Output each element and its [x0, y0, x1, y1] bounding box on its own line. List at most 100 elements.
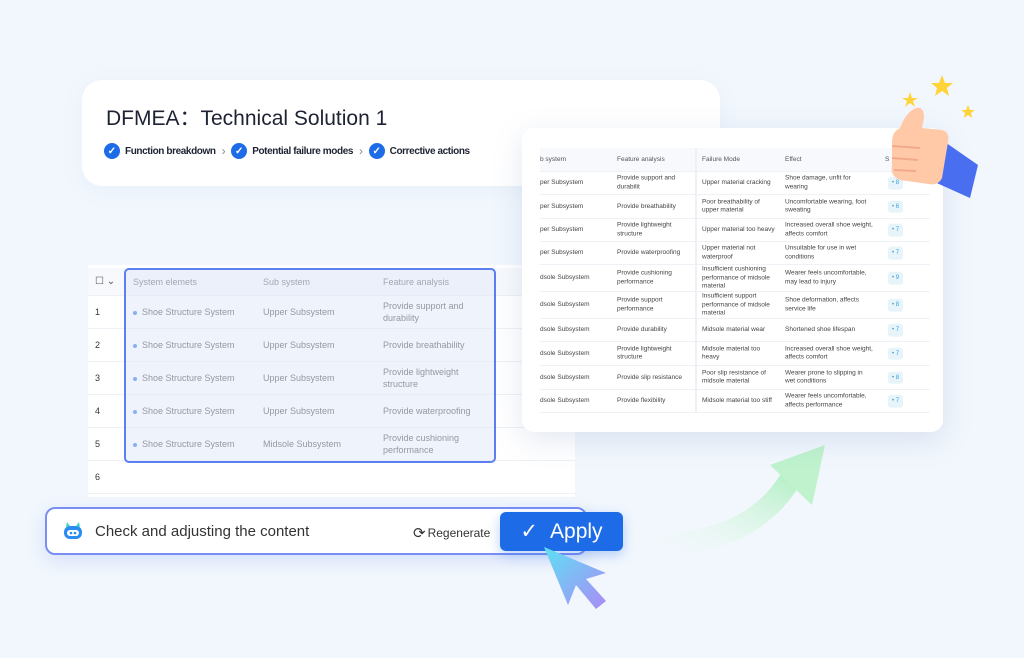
step-potential-failure-modes[interactable]: ✓Potential failure modes	[231, 143, 353, 159]
step-label: Function breakdown	[125, 146, 216, 157]
chevron-right-icon: ›	[359, 144, 363, 158]
subsystem-cell: per Subsystem	[540, 249, 583, 258]
system-cell: Shoe Structure System	[133, 438, 235, 450]
prompt-text[interactable]: Check and adjusting the content	[95, 523, 309, 540]
subsystem-cell: Midsole Subsystem	[263, 438, 341, 450]
effect-cell: Increased overall shoe weight, affects c…	[785, 222, 873, 239]
severity-badge: • 7	[888, 324, 903, 337]
table-row[interactable]: dsole SubsystemProvide cushioning perfor…	[540, 265, 930, 292]
failure-mode-cell: Midsole material wear	[702, 326, 777, 335]
step-function-breakdown[interactable]: ✓ Function breakdown	[104, 143, 216, 159]
table-row[interactable]: per Subsystem Provide lightweight structu…	[540, 219, 930, 242]
system-cell: Shoe Structure System	[133, 372, 235, 384]
system-text: Shoe Structure System	[142, 307, 235, 317]
table-row[interactable]: dsole SubsystemProvide durabilityMidsole…	[540, 319, 930, 342]
column-header: System elemets	[133, 276, 197, 288]
failure-mode-cell: Midsole material too stiff	[702, 397, 777, 406]
steps-breadcrumb: ✓ Function breakdown › ✓Potential failure…	[104, 143, 470, 159]
failure-mode-cell: Upper material cracking	[702, 179, 777, 188]
check-icon: ✓	[231, 143, 247, 159]
feature-cell: Provide cushioning performance	[383, 432, 483, 456]
feature-cell: Provide lightweight structure	[617, 222, 687, 239]
column-header: Effect	[785, 155, 802, 164]
system-cell: Shoe Structure System	[133, 405, 235, 417]
check-icon: ✓	[104, 143, 120, 159]
feature-cell: Provide lightweight structure	[383, 366, 483, 390]
table-row[interactable]: 2Shoe Structure SystemUpper SubsystemPro…	[88, 329, 575, 362]
table-header: ☐ ⌄ System elemets Sub system Feature an…	[88, 268, 575, 296]
regenerate-button[interactable]: ⟳Regenerate	[413, 524, 490, 542]
table-row[interactable]: dsole Subsystem Provide lightweight struc…	[540, 342, 930, 366]
subsystem-cell: Upper Subsystem	[263, 339, 335, 351]
bullet-icon	[133, 344, 137, 348]
select-all-checkbox[interactable]: ☐ ⌄	[95, 276, 115, 288]
chevron-right-icon: ›	[222, 144, 226, 158]
effect-cell: Wearer prone to slipping in wet conditio…	[785, 369, 873, 386]
effect-cell: Shoe damage, unfit for wearing	[785, 175, 873, 192]
subsystem-cell: dsole Subsystem	[540, 349, 590, 358]
severity-badge: • 7	[888, 347, 903, 360]
column-divider	[695, 148, 697, 413]
severity-badge: • 7	[888, 395, 903, 408]
regenerate-label: Regenerate	[428, 526, 491, 540]
table-row[interactable]: dsole Subsystem Provide flexibility Midsol…	[540, 390, 930, 413]
curved-arrow-icon	[640, 430, 840, 570]
table-row[interactable]: 6	[88, 461, 575, 494]
failure-mode-cell: Insufficient cushioning performance of m…	[702, 265, 777, 291]
bullet-icon	[133, 443, 137, 447]
subsystem-cell: per Subsystem	[540, 226, 583, 235]
failure-mode-cell: Poor breathability of upper material	[702, 198, 777, 215]
table-row[interactable]: dsole Subsystem Provide slip resistance Po…	[540, 366, 930, 390]
failure-mode-cell: Upper material not waterproof	[702, 245, 777, 262]
table-row[interactable]: 3Shoe Structure SystemUpper SubsystemPro…	[88, 362, 575, 395]
subsystem-cell: dsole Subsystem	[540, 397, 590, 406]
column-header: Feature analysis	[383, 276, 449, 288]
column-header: b system	[540, 155, 566, 164]
system-cell: Shoe Structure System	[133, 339, 235, 351]
subsystem-cell: per Subsystem	[540, 202, 583, 211]
subsystem-cell: dsole Subsystem	[540, 373, 590, 382]
subsystem-cell: Upper Subsystem	[263, 306, 335, 318]
robot-assistant-icon	[63, 522, 83, 540]
system-text: Shoe Structure System	[142, 439, 235, 449]
table-row[interactable]: 1Shoe Structure SystemUpper SubsystemPro…	[88, 296, 575, 329]
table-row[interactable]: 5Shoe Structure SystemMidsole SubsystemP…	[88, 428, 575, 461]
effect-cell: Increased overall shoe weight, affects c…	[785, 345, 873, 362]
table-row[interactable]: dsole Subsystem Provide support performan…	[540, 292, 930, 319]
feature-cell: Provide breathability	[617, 202, 687, 211]
page-title: DFMEA：Technical Solution 1	[106, 102, 387, 132]
effect-cell: Wearer feels uncomfortable, affects perf…	[785, 393, 873, 410]
mouse-cursor-icon	[538, 543, 618, 615]
failure-mode-cell: Upper material too heavy	[702, 226, 777, 235]
feature-cell: Provide lightweight structure	[617, 345, 687, 362]
feature-cell: Provide slip resistance	[617, 373, 687, 382]
table-row[interactable]: per Subsystem Provide waterproofing Upper …	[540, 242, 930, 265]
feature-cell: Provide waterproofing	[383, 405, 483, 417]
table-row[interactable]: per Subsystem Provide breathability Poor b…	[540, 195, 930, 219]
feature-cell: Provide waterproofing	[617, 249, 687, 258]
system-text: Shoe Structure System	[142, 373, 235, 383]
feature-cell: Provide support performance	[617, 297, 687, 314]
subsystem-cell: dsole Subsystem	[540, 301, 590, 310]
step-corrective-actions[interactable]: ✓Corrective actions	[369, 143, 470, 159]
failure-mode-cell: Poor slip resistance of midsole material	[702, 369, 777, 386]
refresh-icon: ⟳	[413, 524, 426, 542]
subsystem-cell: dsole Subsystem	[540, 326, 590, 335]
row-index: 1	[95, 306, 100, 318]
table-row[interactable]: 4Shoe Structure SystemUpper SubsystemPro…	[88, 395, 575, 428]
row-index: 6	[95, 471, 100, 483]
table-row[interactable]: per SubsystemProvide support and durabil…	[540, 172, 930, 195]
severity-badge: • 6	[888, 200, 903, 213]
feature-cell: Provide breathability	[383, 339, 483, 351]
system-text: Shoe Structure System	[142, 340, 235, 350]
system-text: Shoe Structure System	[142, 406, 235, 416]
failure-mode-cell: Midsole material too heavy	[702, 345, 777, 362]
step-label: Corrective actions	[390, 146, 470, 157]
left-table: ☐ ⌄ System elemets Sub system Feature an…	[88, 265, 575, 497]
apply-label: Apply	[550, 520, 603, 544]
feature-cell: Provide flexibility	[617, 397, 687, 406]
failure-mode-cell: Insufficient support performance of mids…	[702, 292, 777, 318]
bullet-icon	[133, 311, 137, 315]
subsystem-cell: per Subsystem	[540, 179, 583, 188]
feature-cell: Provide cushioning performance	[617, 270, 687, 287]
